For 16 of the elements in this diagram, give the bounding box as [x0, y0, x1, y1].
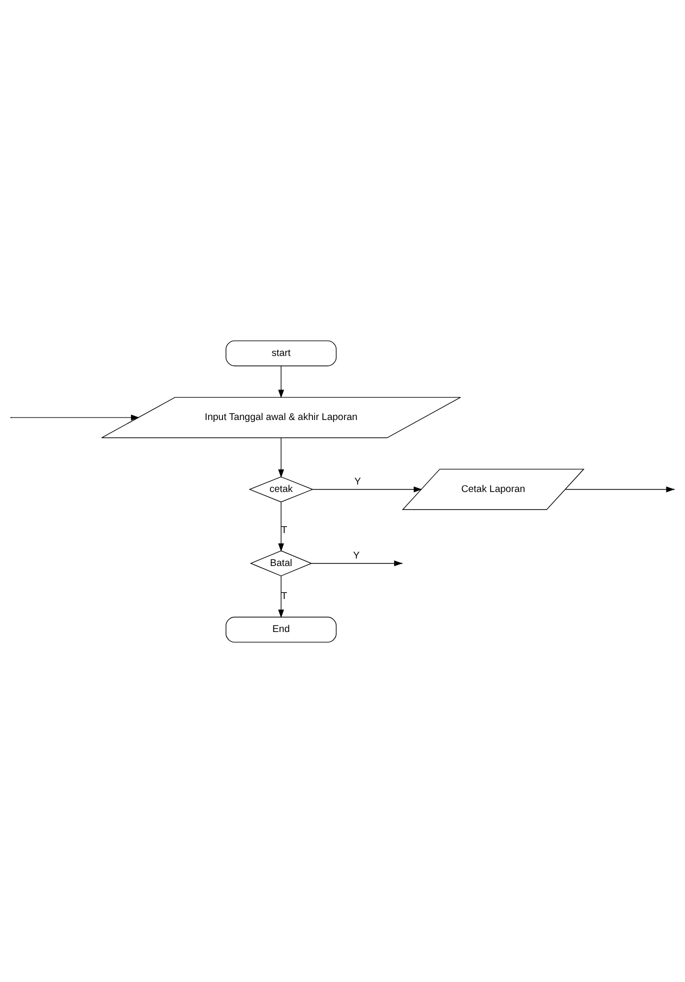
arrow [278, 437, 284, 478]
arrow [278, 575, 284, 618]
arrow [278, 501, 284, 552]
edge-label: T [281, 590, 288, 602]
arrow [312, 486, 422, 492]
node-diamond: cetak [248, 476, 314, 502]
arrow [564, 486, 675, 492]
arrow [11, 414, 140, 420]
arrow [310, 560, 402, 566]
node-box: start [226, 340, 337, 366]
node-box: End [226, 616, 337, 642]
edge-label: T [281, 524, 288, 536]
arrow [278, 365, 284, 398]
edge-label: Y [353, 550, 360, 562]
edge-label: Y [354, 476, 361, 488]
node-diamond: Batal [250, 550, 312, 576]
